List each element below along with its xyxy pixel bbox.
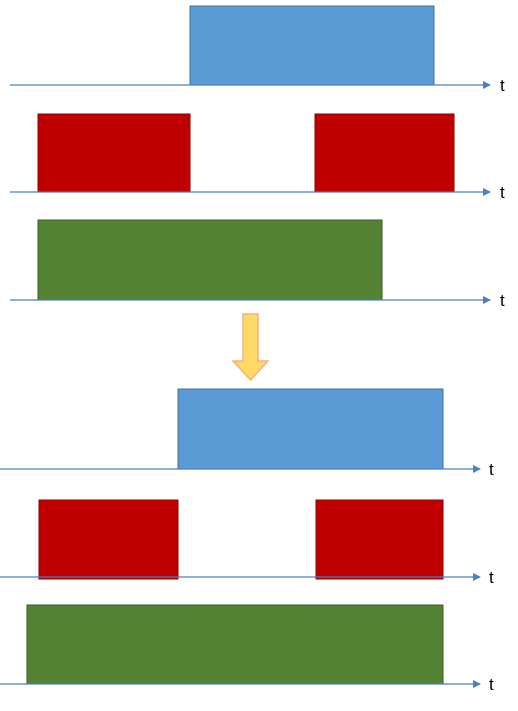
blue-pulse [189, 5, 435, 86]
down-arrow-icon [231, 313, 270, 382]
green-pulse [26, 604, 444, 685]
after-row-blue: t [0, 388, 494, 479]
time-axis-label: t [489, 675, 494, 694]
before-group: t t t [10, 5, 505, 310]
before-row-green: t [10, 219, 505, 310]
time-axis-label: t [489, 568, 494, 587]
after-row-green: t [0, 604, 494, 694]
green-pulse [37, 219, 383, 301]
red-pulse-1 [37, 113, 191, 193]
red-pulse-2 [314, 113, 455, 193]
after-row-red: t [0, 499, 494, 587]
time-axis-label: t [500, 183, 505, 202]
red-pulse-1 [38, 499, 179, 580]
after-group: t t t [0, 388, 494, 694]
time-axis-label: t [489, 460, 494, 479]
time-axis-label: t [500, 291, 505, 310]
blue-pulse [177, 388, 444, 470]
before-row-red: t [10, 113, 505, 202]
red-pulse-2 [315, 499, 444, 580]
time-axis-label: t [500, 76, 505, 95]
before-row-blue: t [10, 5, 505, 95]
